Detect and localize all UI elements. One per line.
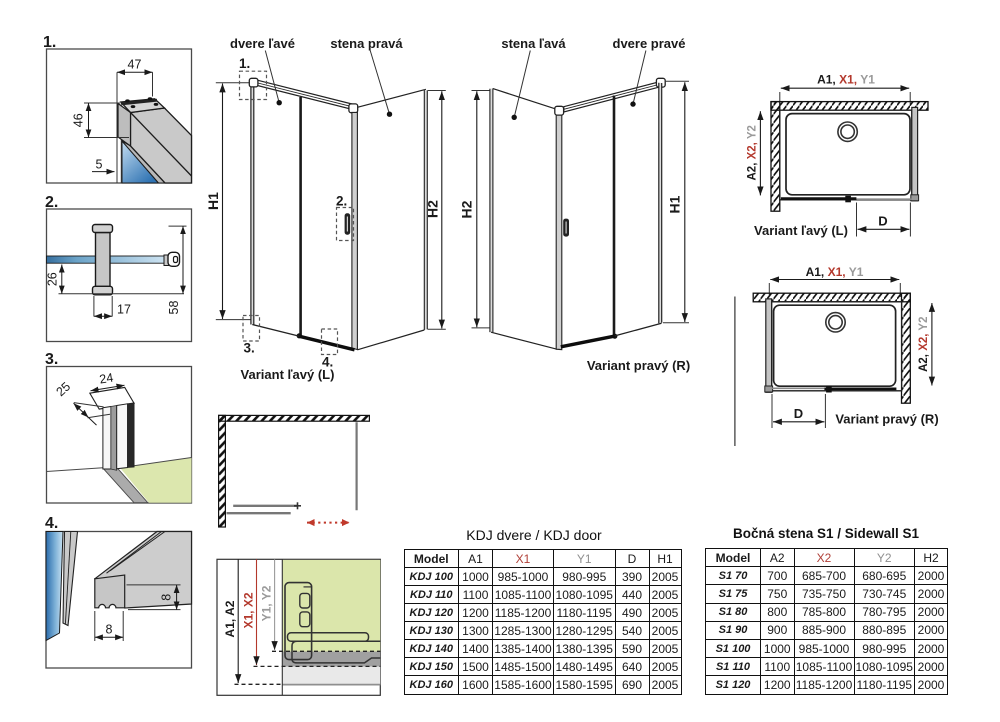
svg-text:H1: H1 bbox=[666, 195, 682, 213]
svg-text:2.: 2. bbox=[45, 194, 58, 211]
svg-text:X1, X2: X1, X2 bbox=[241, 592, 255, 628]
svg-text:4.: 4. bbox=[45, 515, 58, 532]
svg-text:stena pravá: stena pravá bbox=[330, 36, 403, 51]
svg-text:Variant pravý (R): Variant pravý (R) bbox=[587, 358, 690, 373]
svg-text:1.: 1. bbox=[239, 56, 250, 71]
svg-text:H2: H2 bbox=[424, 200, 440, 218]
svg-text:A1, X1, Y1: A1, X1, Y1 bbox=[817, 73, 875, 87]
svg-text:1.: 1. bbox=[43, 34, 56, 51]
svg-text:46: 46 bbox=[72, 113, 86, 127]
svg-text:H2: H2 bbox=[458, 200, 474, 218]
svg-text:47: 47 bbox=[128, 58, 142, 72]
svg-text:dvere ľavé: dvere ľavé bbox=[230, 36, 295, 51]
svg-text:H1: H1 bbox=[205, 192, 221, 210]
svg-text:D: D bbox=[878, 214, 887, 229]
svg-text:17: 17 bbox=[117, 303, 131, 317]
svg-text:25: 25 bbox=[53, 379, 73, 399]
svg-text:2.: 2. bbox=[336, 194, 347, 209]
svg-text:58: 58 bbox=[167, 301, 181, 315]
svg-text:26: 26 bbox=[45, 272, 59, 286]
svg-text:stena ľavá: stena ľavá bbox=[501, 36, 566, 51]
svg-text:24: 24 bbox=[98, 371, 114, 387]
svg-text:8: 8 bbox=[160, 594, 174, 601]
svg-text:Y1, Y2: Y1, Y2 bbox=[259, 585, 273, 621]
svg-text:A2, X2, Y2: A2, X2, Y2 bbox=[918, 316, 930, 371]
svg-text:4.: 4. bbox=[322, 355, 333, 370]
svg-text:A2, X2, Y2: A2, X2, Y2 bbox=[746, 125, 758, 180]
svg-text:Variant ľavý (L): Variant ľavý (L) bbox=[754, 223, 848, 238]
svg-text:Variant ľavý (L): Variant ľavý (L) bbox=[241, 367, 335, 382]
svg-text:5: 5 bbox=[96, 158, 103, 172]
svg-text:Variant pravý (R): Variant pravý (R) bbox=[835, 412, 938, 427]
svg-text:D: D bbox=[794, 406, 803, 421]
svg-text:A1, A2: A1, A2 bbox=[223, 600, 237, 637]
svg-text:3.: 3. bbox=[45, 351, 58, 368]
svg-text:dvere pravé: dvere pravé bbox=[613, 36, 686, 51]
svg-text:3.: 3. bbox=[244, 341, 255, 356]
svg-text:A1, X1, Y1: A1, X1, Y1 bbox=[806, 265, 864, 279]
svg-text:8: 8 bbox=[106, 623, 113, 637]
